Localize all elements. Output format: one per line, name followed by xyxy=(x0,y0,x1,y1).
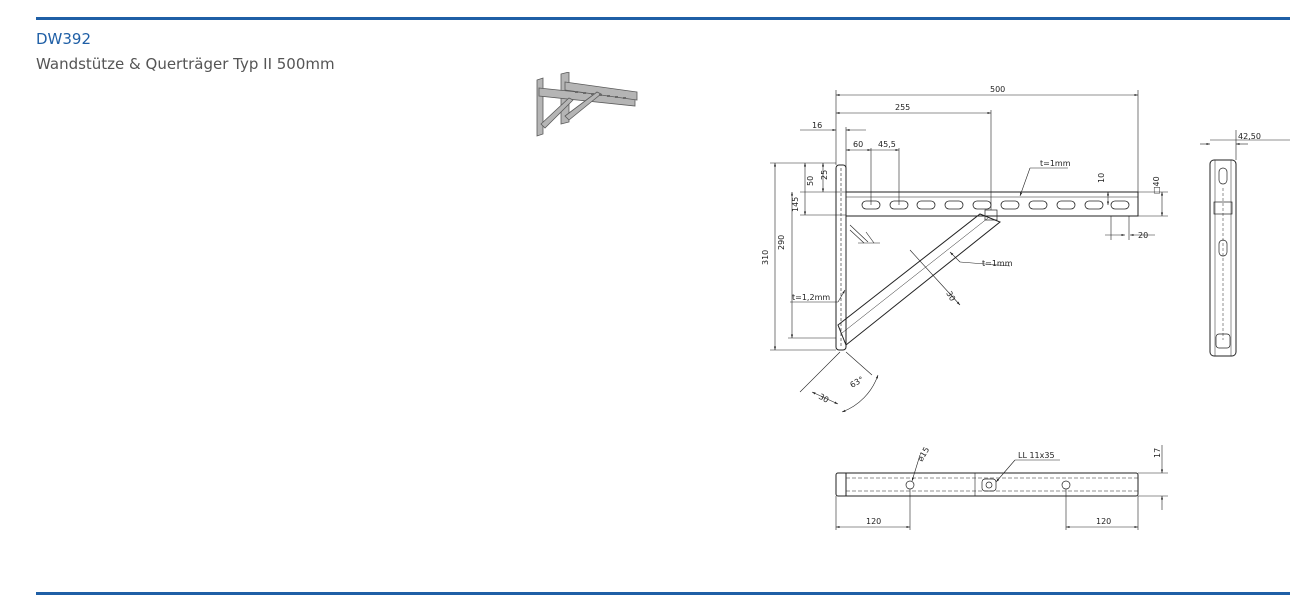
bottom-divider xyxy=(36,592,1290,595)
top-divider xyxy=(36,17,1290,20)
dim-edge-offset: 16 xyxy=(812,121,822,130)
dim-slot-end: 20 xyxy=(1138,231,1148,240)
dim-bottom-height: 17 xyxy=(1153,448,1162,458)
product-code: DW392 xyxy=(36,30,92,48)
dim-inner-height: 290 xyxy=(777,235,786,250)
dim-end-width: 42,50 xyxy=(1238,132,1261,141)
end-view xyxy=(1200,130,1290,357)
dim-arm-thickness: t=1mm xyxy=(1040,159,1071,168)
dim-strut-thickness: t=1mm xyxy=(982,259,1013,268)
side-view-dimensions: 500 255 16 60 45,5 25 50 145 290 310 10 … xyxy=(761,85,1161,405)
dim-foot-angle: 63° xyxy=(849,375,866,390)
dim-slot-pitch: 45,5 xyxy=(878,140,896,149)
dim-right-hole: 120 xyxy=(1096,517,1111,526)
dim-left-hole: 120 xyxy=(866,517,881,526)
dim-top-margin: 25 xyxy=(820,170,829,180)
dim-total-height: 310 xyxy=(761,250,770,265)
dim-arm-height: 10 xyxy=(1097,173,1106,183)
dim-profile: □40 xyxy=(1152,176,1161,194)
dim-total-length: 500 xyxy=(990,85,1005,94)
side-view xyxy=(770,90,1168,413)
dim-slot: LL 11x35 xyxy=(1018,451,1055,460)
dim-upright-thickness: t=1,2mm xyxy=(792,293,830,302)
product-thumbnail xyxy=(536,72,638,137)
dim-strut-width: 30 xyxy=(944,290,957,303)
dim-hole-offset: 255 xyxy=(895,103,910,112)
dim-foot-width: 30 xyxy=(817,392,830,405)
dim-slot-height: 50 xyxy=(806,176,815,186)
dim-strut-height: 145 xyxy=(791,197,800,212)
bottom-view xyxy=(835,445,1168,530)
product-title: Wandstütze & Querträger Typ II 500mm xyxy=(36,55,335,73)
dim-first-slot: 60 xyxy=(853,140,863,149)
dim-hole-diameter: ⌀15 xyxy=(916,446,931,463)
